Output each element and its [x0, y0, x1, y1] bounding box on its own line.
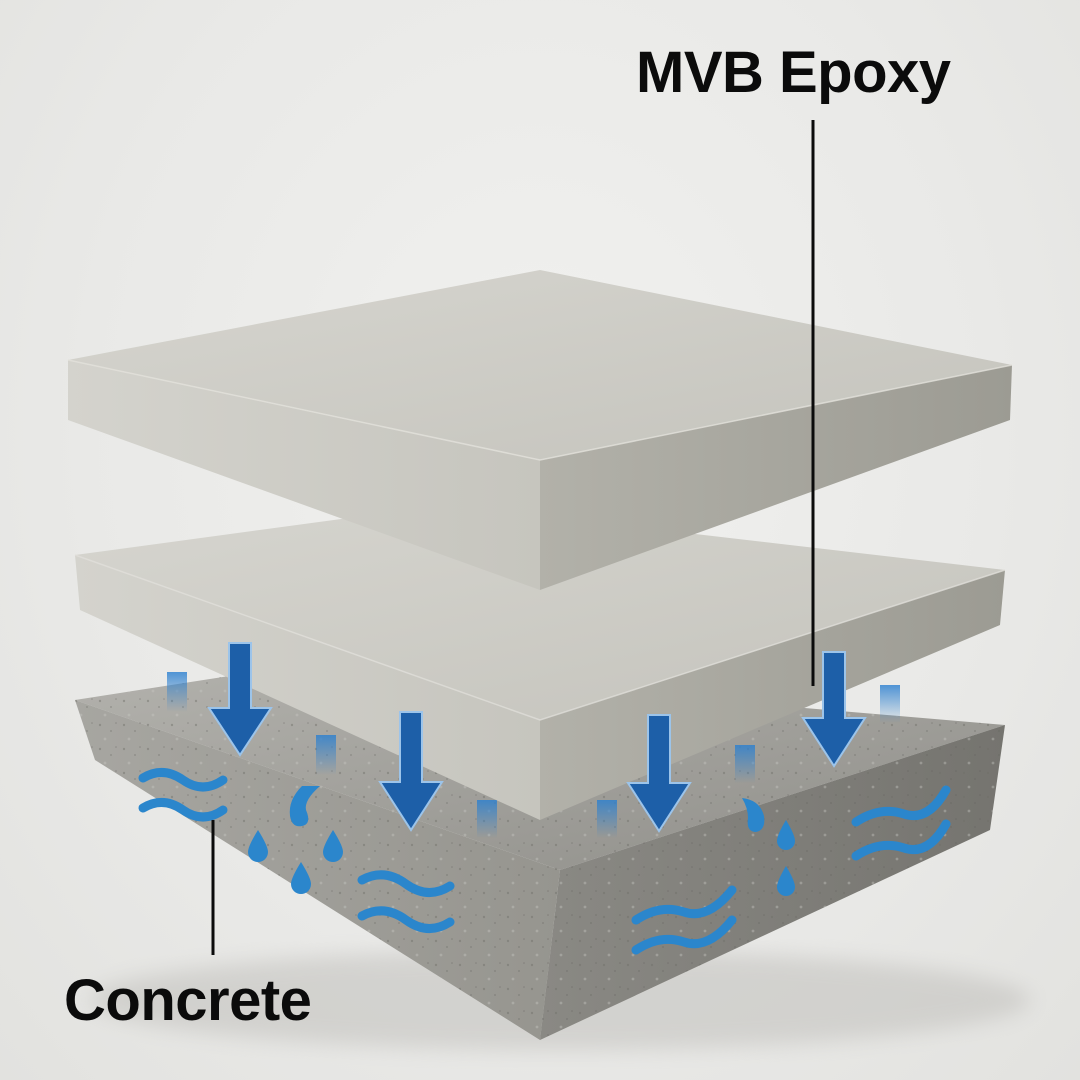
water-droplet-icons — [248, 786, 795, 896]
wave-icon — [357, 906, 455, 933]
top-epoxy-slab — [67, 270, 1013, 590]
wave-icon — [851, 819, 951, 861]
moisture-arrows — [207, 642, 867, 833]
droplet-icon — [323, 830, 343, 862]
wave-icon — [851, 785, 951, 827]
droplet-icon — [291, 862, 311, 894]
wave-icon — [138, 798, 228, 822]
wave-icon — [631, 885, 737, 925]
down-arrow-icon — [378, 711, 444, 832]
epoxy-label: MVB Epoxy — [636, 40, 951, 105]
droplet-icon — [248, 830, 268, 862]
droplet-icon — [777, 820, 795, 850]
droplet-icon — [777, 866, 795, 896]
droplet-icon — [742, 798, 765, 832]
wave-icon — [357, 870, 455, 897]
down-arrow-icon — [207, 642, 273, 757]
down-arrow-icon — [626, 714, 692, 833]
concrete-label: Concrete — [64, 968, 312, 1033]
wave-icon — [138, 768, 228, 792]
down-arrow-icon — [801, 651, 867, 768]
droplet-icon — [289, 786, 320, 827]
wave-icon — [631, 915, 737, 955]
water-wave-icons — [138, 768, 951, 955]
vapor-columns — [167, 672, 900, 838]
